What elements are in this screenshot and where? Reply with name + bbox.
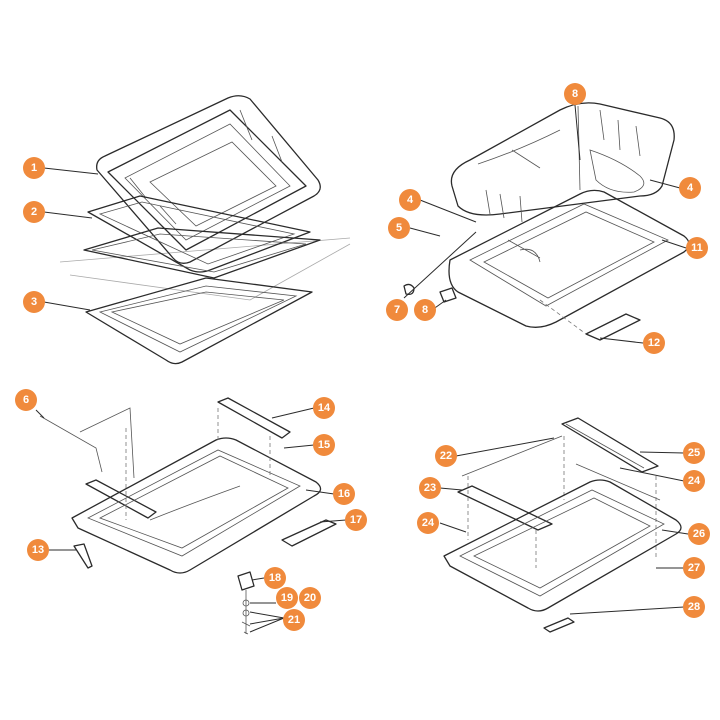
part-12-rail [585,313,641,341]
vent-base-frame [448,189,690,328]
svg-text:1: 1 [31,162,37,174]
marker-8-bottom: 8 [414,299,436,321]
window-assembly-bottom-left [39,397,337,635]
svg-text:21: 21 [288,614,300,626]
skylight-assembly-top-left [59,95,351,365]
marker-23: 23 [419,477,441,499]
part-21-screw [241,621,251,635]
marker-22: 22 [435,445,457,467]
part-23-bar [457,485,553,531]
svg-text:18: 18 [269,572,281,584]
svg-text:4: 4 [687,182,694,194]
part-1-lid [96,95,321,264]
marker-7: 7 [386,299,408,321]
vent-assembly-top-right [403,102,690,341]
svg-text:2: 2 [31,206,37,218]
callout-markers: 1 2 3 8 4 4 5 11 7 8 12 6 14 15 16 17 13… [15,83,710,631]
svg-text:8: 8 [572,88,578,100]
window-inner-frame [443,479,682,612]
part-18-block [237,571,255,591]
vent-hood [450,102,675,223]
marker-28: 28 [683,596,705,618]
marker-16: 16 [333,483,355,505]
svg-text:8: 8 [422,304,428,316]
marker-26: 26 [688,523,710,545]
marker-25: 25 [683,442,705,464]
svg-text:11: 11 [691,242,703,254]
marker-11: 11 [686,237,708,259]
svg-text:6: 6 [23,394,29,406]
marker-13: 13 [27,539,49,561]
part-25-bar [561,417,659,473]
marker-19: 19 [276,587,298,609]
svg-text:5: 5 [396,222,402,234]
part-17-rail [281,519,337,547]
marker-15: 15 [313,434,335,456]
marker-12: 12 [643,332,665,354]
svg-text:26: 26 [693,528,705,540]
svg-text:28: 28 [688,601,700,613]
svg-text:17: 17 [350,514,362,526]
leader-lines [35,104,689,633]
marker-4-left: 4 [399,189,421,211]
part-19-washer [242,599,250,607]
svg-text:4: 4 [407,194,414,206]
marker-6: 6 [15,389,37,411]
svg-text:22: 22 [440,450,452,462]
svg-text:15: 15 [318,439,330,451]
marker-4-right: 4 [679,177,701,199]
svg-text:24: 24 [688,475,701,487]
svg-text:27: 27 [688,562,700,574]
marker-14: 14 [313,397,335,419]
marker-1: 1 [23,157,45,179]
svg-text:16: 16 [338,488,350,500]
svg-text:24: 24 [422,517,435,529]
glass-sheet [83,227,321,279]
svg-text:25: 25 [688,447,700,459]
part-13-tool [73,543,93,569]
marker-24-left: 24 [417,512,439,534]
svg-text:19: 19 [281,592,293,604]
marker-2: 2 [23,201,45,223]
marker-27: 27 [683,557,705,579]
window-assembly-bottom-right [443,417,682,633]
marker-17: 17 [345,509,367,531]
part-8-clip [439,287,457,303]
svg-text:13: 13 [32,544,44,556]
part-14-bar [217,397,291,439]
marker-18: 18 [264,567,286,589]
part-6-wire [39,407,135,479]
marker-3: 3 [23,291,45,313]
marker-8-top: 8 [564,83,586,105]
part-2-frame [87,195,311,273]
marker-20: 20 [299,587,321,609]
svg-text:14: 14 [318,402,331,414]
marker-5: 5 [388,217,410,239]
part-3-inner-frame [85,277,313,365]
svg-text:3: 3 [31,296,37,308]
svg-text:20: 20 [304,592,316,604]
svg-text:23: 23 [424,482,436,494]
marker-24-right: 24 [683,470,705,492]
svg-text:12: 12 [648,337,660,349]
window-frame [71,437,322,574]
marker-21: 21 [283,609,305,631]
part-28-rail [543,617,575,633]
part-20-washer [242,609,250,617]
svg-text:7: 7 [394,304,400,316]
